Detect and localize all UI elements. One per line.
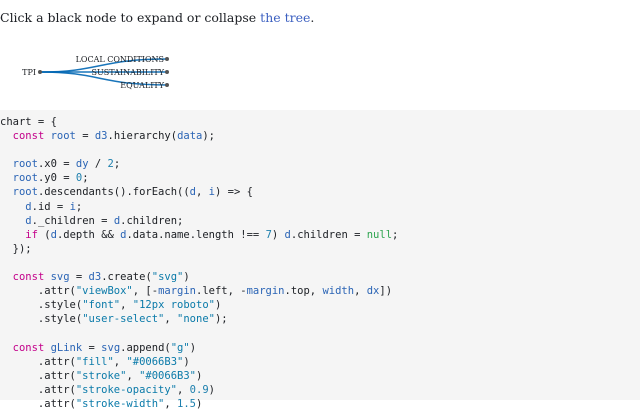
code-block: chart = { const root = d3.hierarchy(data… [0, 110, 640, 411]
link-equality [39, 71, 168, 86]
code-line: d.id = i; [25, 200, 83, 213]
tree-node-equality[interactable]: EQUALITY [120, 81, 169, 90]
node-label-sustainability: SUSTAINABILITY [92, 68, 165, 77]
code-line: chart = { [0, 116, 57, 128]
tree-node-root[interactable]: TPI [22, 68, 42, 77]
node-label-local-conditions: LOCAL CONDITIONS [76, 55, 164, 64]
tree-link[interactable]: the tree [260, 10, 311, 25]
code-line: .style("user-select", "none"); [0, 313, 228, 326]
code-line: }); [0, 242, 32, 255]
code-line: .style("font", "12px roboto") [0, 299, 222, 312]
code-line: d._children = d.children; [25, 214, 184, 227]
code-line: .attr("stroke-opacity", 0.9) [0, 383, 215, 396]
code-line: .attr("viewBox", [-margin.left, -margin.… [0, 285, 393, 298]
tree-node-sustainability[interactable]: SUSTAINABILITY [92, 68, 169, 77]
code-line: const gLink = svg.append("g") [12, 341, 197, 354]
node-label-equality: EQUALITY [120, 81, 164, 90]
intro-prefix: Click a black node to expand or collapse [0, 10, 261, 25]
node-label-root: TPI [22, 68, 36, 77]
code-line: .attr("stroke", "#0066B3") [0, 369, 203, 382]
code-line: root.descendants().forEach((d, i) => { [12, 186, 253, 199]
code-line: const root = d3.hierarchy(data); [12, 130, 216, 143]
code-cell[interactable]: chart = { const root = d3.hierarchy(data… [0, 110, 640, 410]
intro-suffix: . [310, 10, 315, 25]
tree-links [39, 58, 168, 86]
tree-node-local-conditions[interactable]: LOCAL CONDITIONS [76, 55, 169, 64]
intro-text: Click a black node to expand or collapse… [0, 10, 314, 25]
code-line: if (d.depth && d.data.name.length !== 7)… [25, 228, 399, 241]
code-line: root.x0 = dy / 2; [12, 158, 121, 171]
code-line: .attr("fill", "#0066B3") [0, 355, 190, 368]
tree-diagram: TPI LOCAL CONDITIONS SUSTAINABILITY EQUA… [22, 55, 169, 90]
code-line: root.y0 = 0; [12, 172, 89, 185]
code-line: const svg = d3.create("svg") [12, 271, 190, 284]
code-line: .attr("stroke-width", 1.5) [0, 397, 203, 410]
